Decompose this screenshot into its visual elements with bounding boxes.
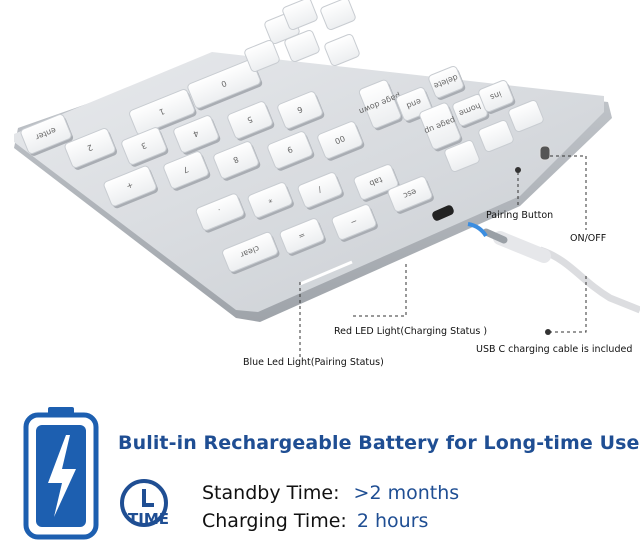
key-four[interactable]: 4 [173,114,222,156]
pairing-button-label: Pairing Button [486,210,554,221]
key-label: . [217,207,223,216]
key-three[interactable]: 3 [121,126,170,168]
led-strip [299,260,353,286]
pairing-button[interactable] [515,167,521,173]
key-tab[interactable]: tab [353,163,401,203]
charging-value: 2 hours [356,510,429,532]
key-delete[interactable]: delete [428,65,467,102]
key-clear[interactable]: clear [221,231,280,276]
time-word: TIME [128,510,169,528]
key-label: 9 [286,144,294,154]
key-esc[interactable]: esc [387,175,435,215]
key-label: 3 [140,140,148,150]
key-label: 4 [192,128,200,138]
key-label: ins [489,89,503,102]
callout-lines [299,155,587,360]
arrow-up-key-2[interactable] [284,29,321,63]
usb-cable-label: USB C charging cable is included [476,344,633,355]
key-ins[interactable]: ins [478,79,517,116]
calculator-key[interactable] [508,99,545,133]
key-label: * [266,195,273,205]
feature-section: Bulit-in Rechargeable Battery for Long-t… [0,395,640,547]
key-seven[interactable]: 7 [163,150,212,192]
arrow-up-key[interactable] [282,0,319,31]
usb-c-cable [482,228,640,314]
key-label: 5 [246,114,254,124]
key-star[interactable]: * [247,181,295,221]
on-off-switch[interactable] [539,145,551,161]
standby-value: >2 months [353,482,460,504]
key-eight[interactable]: 8 [213,140,262,182]
key-home[interactable]: home [452,93,491,130]
key-nine[interactable]: 9 [267,130,316,172]
search-key[interactable] [478,119,515,153]
usb-c-port[interactable] [431,204,455,222]
feature-headline: Bulit-in Rechargeable Battery for Long-t… [118,432,640,454]
key-label: − [349,216,359,227]
arrow-down-key[interactable] [324,33,361,67]
key-label: 00 [333,133,346,145]
charging-row: Charging Time: 2 hours [202,510,428,532]
key-six[interactable]: 6 [277,90,326,132]
key-label: 0 [220,78,228,88]
standby-label: Standby Time: [202,482,340,504]
charging-label: Charging Time: [202,510,347,532]
key-double-zero[interactable]: 00 [317,120,366,162]
key-dot[interactable]: . [195,192,247,234]
key-one[interactable]: 1 [128,88,197,138]
key-five[interactable]: 5 [227,100,276,142]
key-label: 2 [86,142,94,152]
battery-icon [23,407,99,540]
key-label: 1 [158,106,166,116]
key-minus[interactable]: − [331,203,379,243]
key-plus[interactable]: + [103,165,159,210]
arrow-left-key-2[interactable] [244,39,281,73]
key-page-down[interactable]: page down [352,76,410,134]
on-off-label: ON/OFF [570,233,607,244]
key-label: 8 [232,154,240,164]
key-equals[interactable]: = [279,217,327,257]
key-page-up[interactable]: page up [417,101,463,153]
menu-key[interactable] [444,139,481,173]
key-enter[interactable]: enter [20,113,74,157]
key-label: + [125,180,135,191]
key-label: 6 [296,104,304,114]
standby-row: Standby Time: >2 months [202,482,459,504]
key-label: / [317,185,323,194]
clock-icon [120,479,168,527]
key-two[interactable]: 2 [64,127,118,171]
red-led-label: Red LED Light(Charging Status ) [334,326,488,337]
blue-led-label: Blue Led Light(Pairing Status) [243,357,384,368]
insert-arrow-icon [467,222,488,238]
key-slash[interactable]: / [297,171,345,211]
arrow-right-key[interactable] [320,0,357,31]
key-label: 7 [182,164,190,174]
key-label: = [297,230,307,241]
